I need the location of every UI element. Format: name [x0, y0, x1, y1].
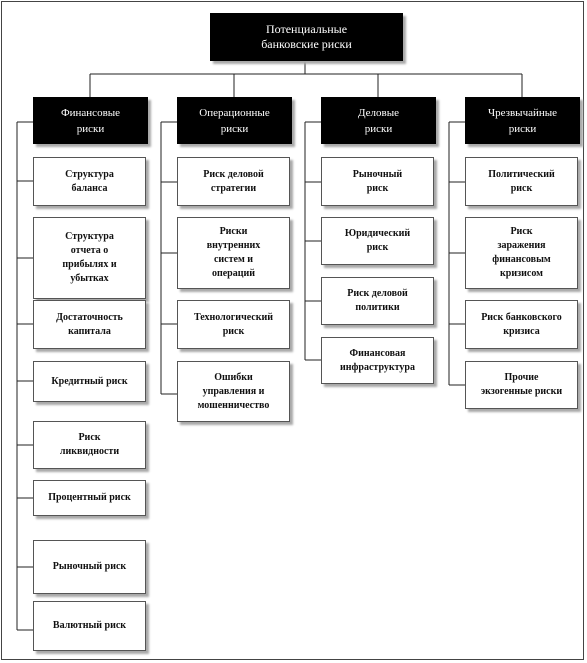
extraordinary-item-other-exogenous: Прочие экзогенные риски [465, 361, 578, 409]
financial-item-capital-adequacy: Достаточность капитала [33, 300, 146, 349]
financial-item-interest-rate-risk: Процентный риск [33, 480, 146, 516]
operational-item-internal-systems: Риски внутренних систем и операций [177, 217, 290, 289]
category-extraordinary: Чрезвычайные риски [465, 97, 580, 144]
category-operational: Операционные риски [177, 97, 292, 144]
category-financial: Финансовые риски [33, 97, 148, 144]
business-item-market-risk: Рыночный риск [321, 157, 434, 206]
financial-item-market-risk: Рыночный риск [33, 540, 146, 594]
extraordinary-item-political-risk: Политический риск [465, 157, 578, 206]
financial-item-credit-risk: Кредитный риск [33, 361, 146, 402]
financial-item-balance-structure: Структура баланса [33, 157, 146, 206]
financial-item-liquidity-risk: Риск ликвидности [33, 421, 146, 469]
business-item-financial-infrastructure: Финансовая инфраструктура [321, 337, 434, 384]
operational-item-business-strategy: Риск деловой стратегии [177, 157, 290, 206]
extraordinary-item-banking-crisis: Риск банковского кризиса [465, 300, 578, 349]
business-item-legal-risk: Юридический риск [321, 217, 434, 265]
financial-item-income-statement: Структура отчета о прибылях и убытках [33, 217, 146, 299]
operational-item-management-errors: Ошибки управления и мошенничество [177, 361, 290, 422]
root-node: Потенциальные банковские риски [210, 13, 403, 61]
operational-item-technology-risk: Технологический риск [177, 300, 290, 349]
extraordinary-item-contagion-risk: Риск заражения финансовым кризисом [465, 217, 578, 289]
financial-item-currency-risk: Валютный риск [33, 601, 146, 651]
business-item-business-policy: Риск деловой политики [321, 277, 434, 325]
category-business: Деловые риски [321, 97, 436, 144]
